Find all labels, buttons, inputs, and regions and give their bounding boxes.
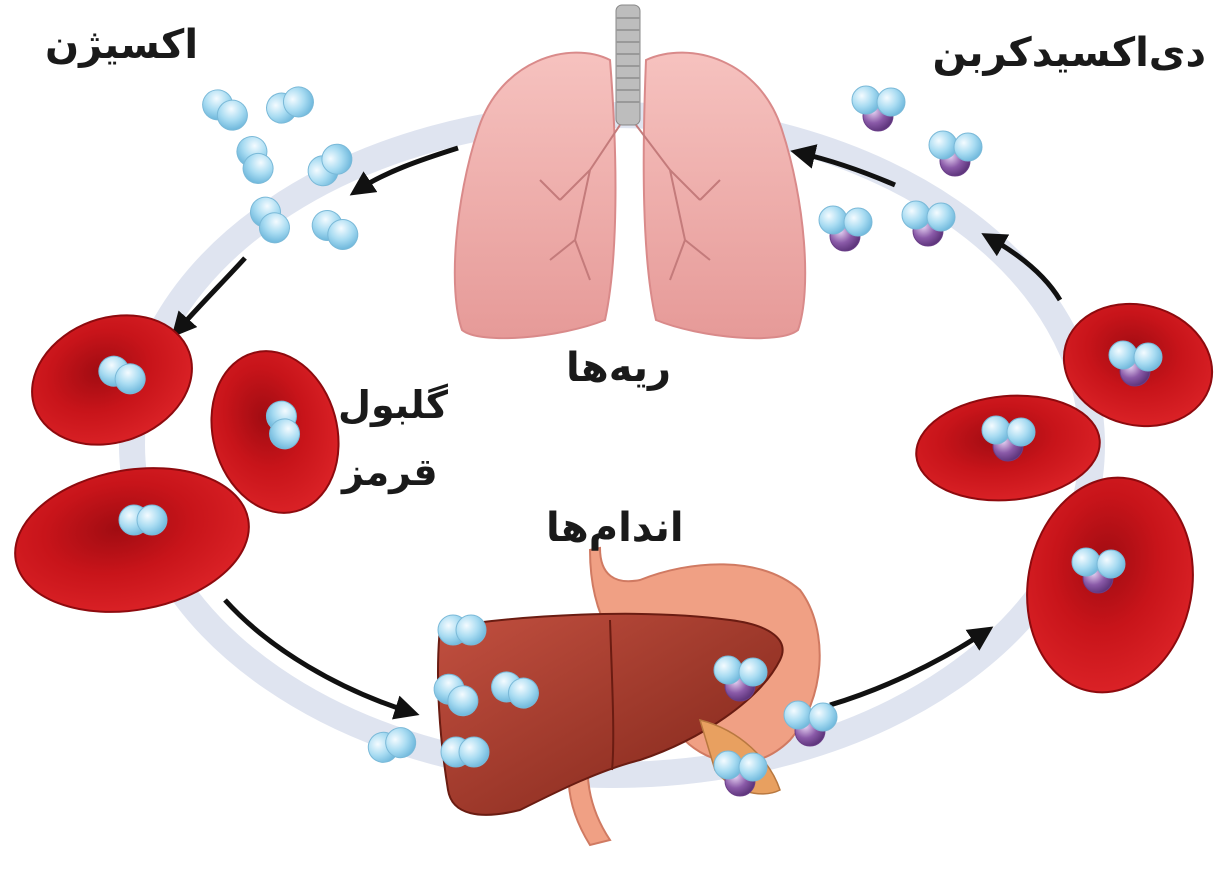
red-blood-cell-icon: [4, 294, 356, 630]
oxygen-molecule-icon: [197, 83, 364, 255]
red-blood-cell-label-line2: قرمز: [342, 450, 438, 494]
oxygen-label: اکسیژن: [45, 22, 198, 68]
red-blood-cell-icon: [912, 288, 1224, 706]
carbon-dioxide-label: دی‌اکسیدکربن: [933, 30, 1206, 76]
lungs-icon: [455, 5, 805, 338]
red-blood-cell-label-line1: گلبول: [338, 383, 448, 427]
organs-label: اندام‌ها: [546, 505, 684, 551]
lungs-label: ریه‌ها: [566, 345, 671, 391]
